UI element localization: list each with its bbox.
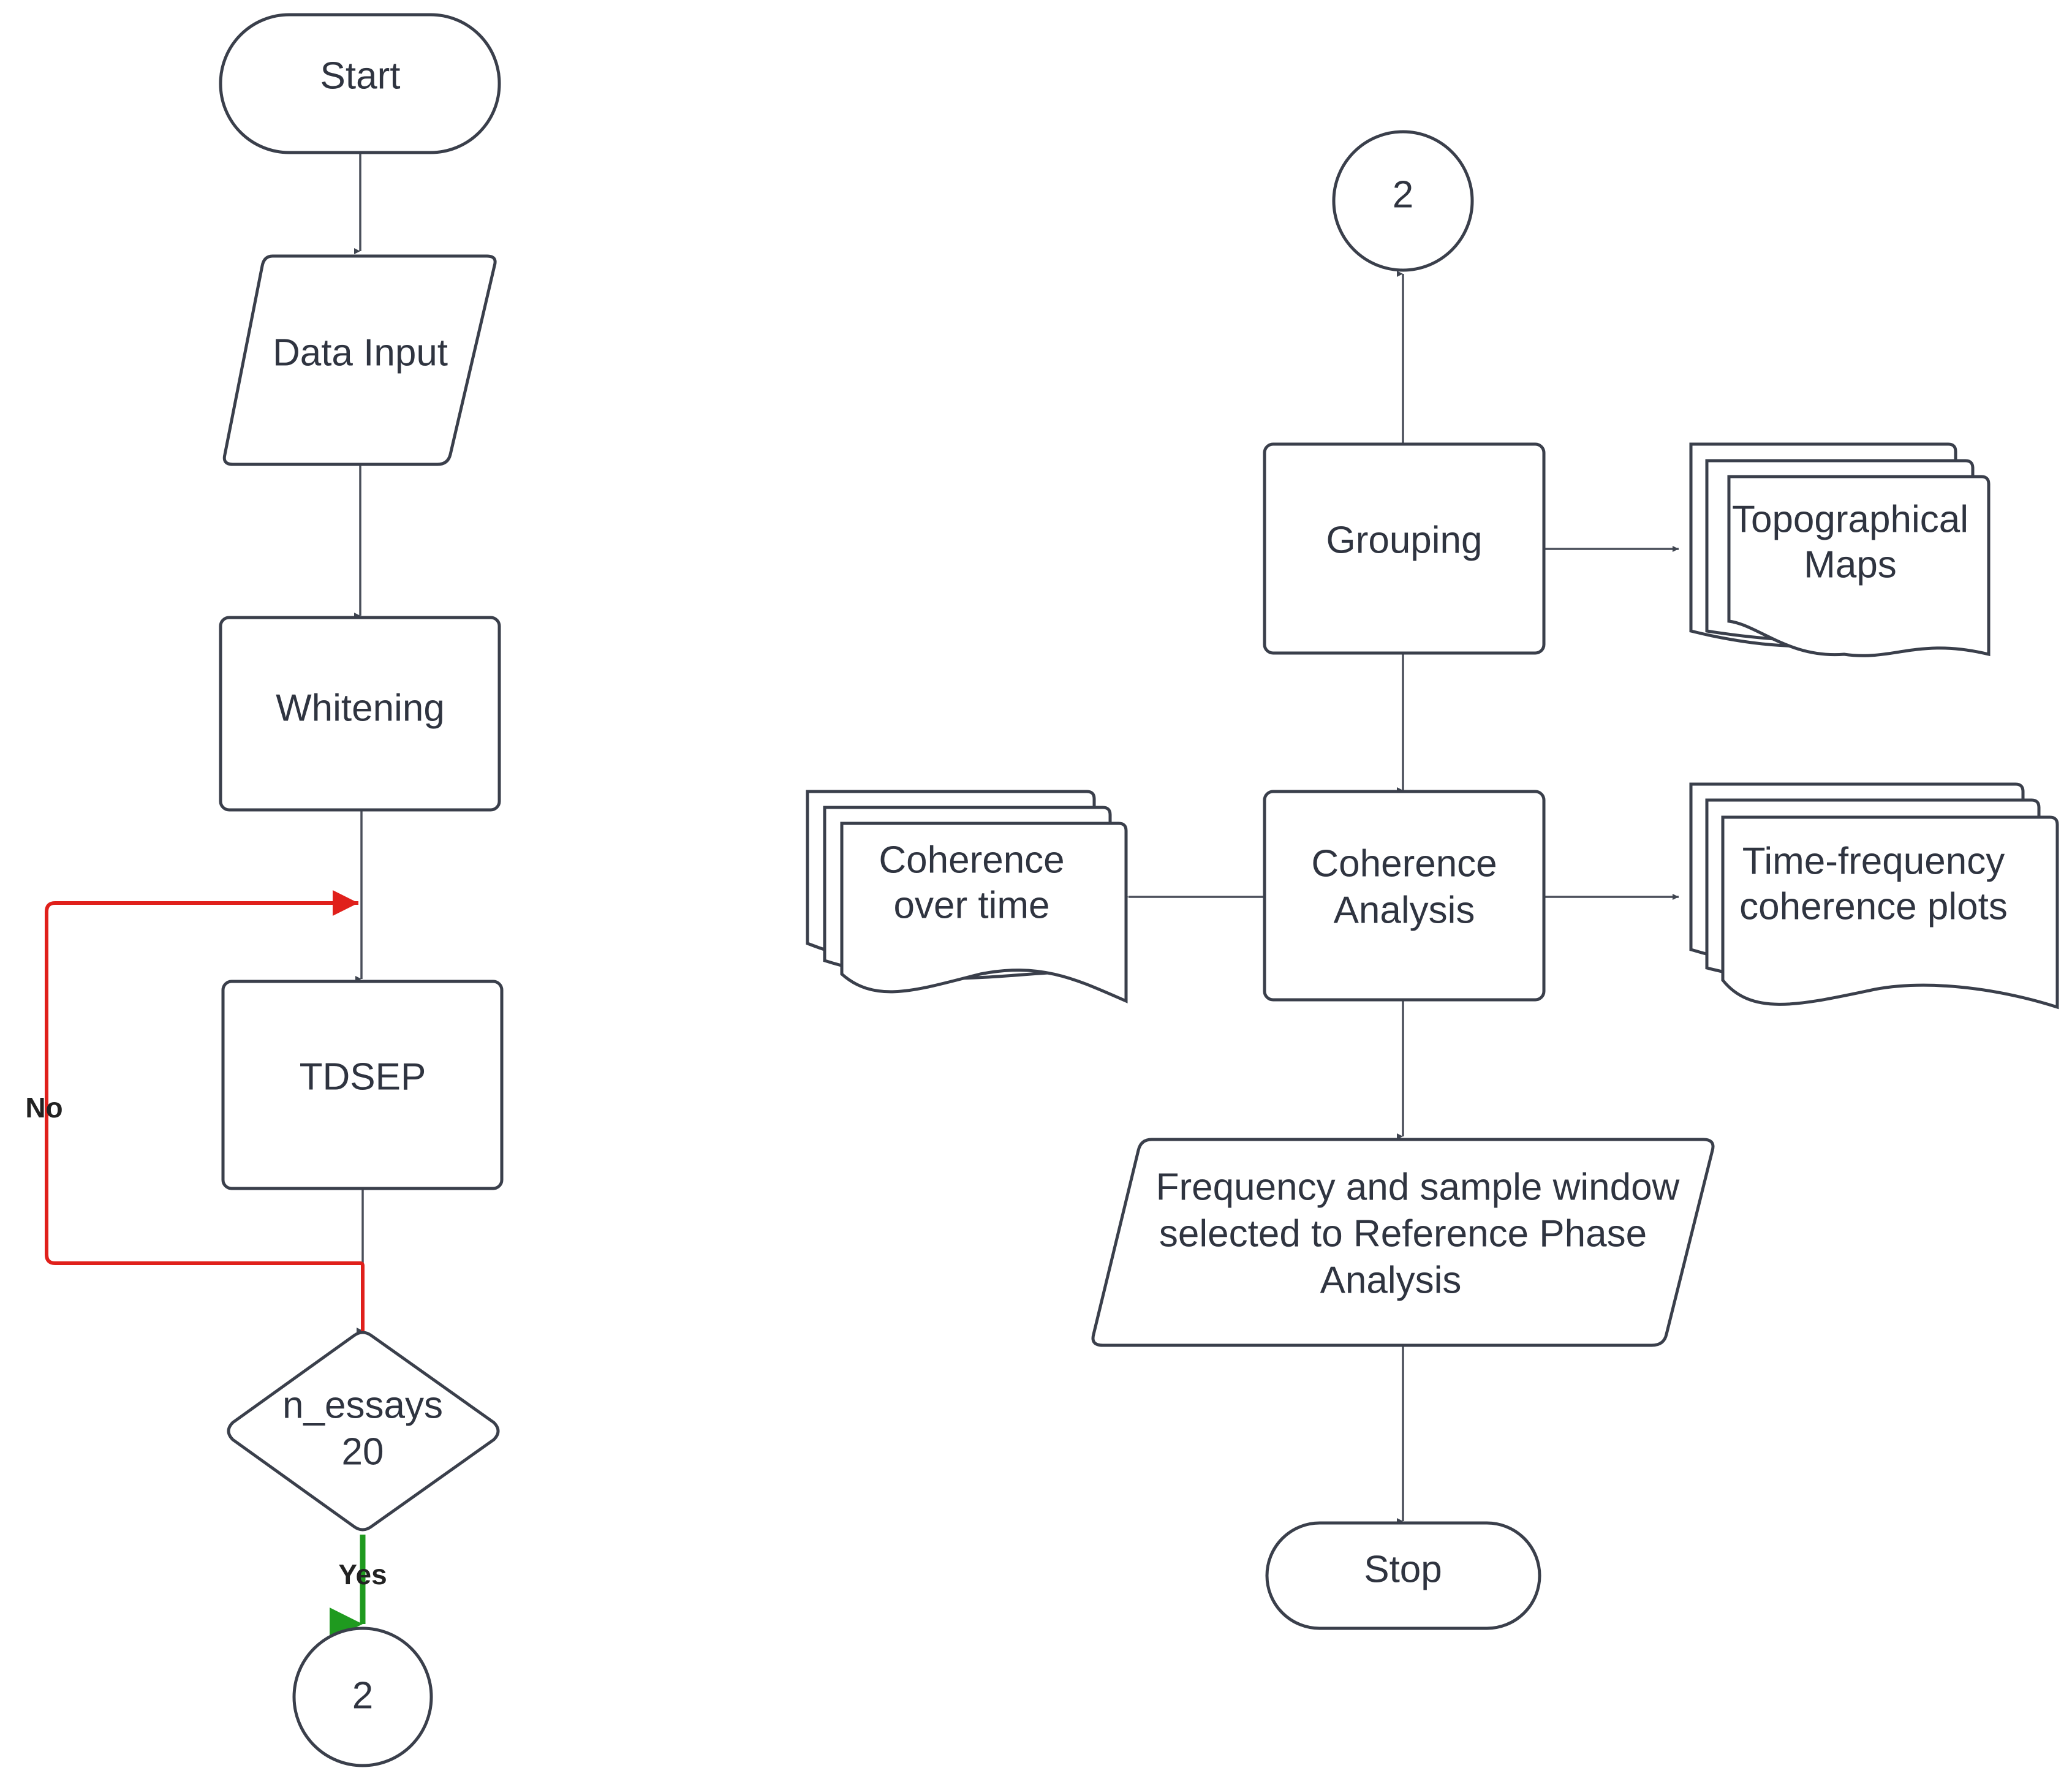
- stop-terminator: Stop: [1265, 1521, 1541, 1630]
- edge-no-loop: [45, 890, 365, 1332]
- decision-diamond: n_essays 20: [227, 1331, 500, 1532]
- whitening-process: Whitening: [219, 616, 501, 812]
- no-branch-label: No: [25, 1092, 62, 1124]
- topographical-maps-documents: Topographical Maps: [1689, 442, 1991, 657]
- time-frequency-plots-documents: Time-frequency coherence plots: [1689, 782, 2059, 1010]
- decision-label-line-1: n_essays: [282, 1384, 443, 1426]
- grouping-process: Grouping: [1263, 442, 1546, 655]
- decision-label-line-2: 20: [342, 1430, 384, 1473]
- coherence-over-time-line-2: over time: [894, 884, 1050, 926]
- frequency-window-line-1: Frequency and sample window: [1156, 1166, 1680, 1208]
- time-frequency-line-1: Time-frequency: [1742, 840, 2005, 882]
- whitening-label: Whitening: [276, 687, 445, 729]
- start-terminator: Start: [219, 13, 501, 154]
- coherence-analysis-line-2: Analysis: [1334, 889, 1475, 931]
- coherence-analysis-line-1: Coherence: [1311, 842, 1497, 885]
- coherence-over-time-line-1: Coherence: [879, 839, 1064, 881]
- connector-left: 2: [292, 1626, 433, 1767]
- data-input-parallelogram: Data Input: [222, 254, 497, 466]
- start-label: Start: [320, 55, 401, 97]
- frequency-window-parallelogram: Frequency and sample window selected to …: [1091, 1138, 1715, 1347]
- topographical-maps-line-1: Topographical: [1732, 498, 1968, 540]
- data-input-label: Data Input: [273, 331, 448, 374]
- yes-branch-label: Yes: [338, 1558, 387, 1590]
- stop-label: Stop: [1364, 1548, 1442, 1590]
- tdsep-label: TDSEP: [300, 1056, 426, 1098]
- connector-right: 2: [1332, 130, 1474, 272]
- tdsep-process: TDSEP: [221, 980, 504, 1190]
- coherence-analysis-process: Coherence Analysis: [1263, 790, 1546, 1002]
- topographical-maps-line-2: Maps: [1804, 543, 1897, 586]
- time-frequency-line-2: coherence plots: [1739, 885, 2008, 928]
- grouping-label: Grouping: [1326, 519, 1482, 561]
- connector-right-label: 2: [1393, 173, 1413, 216]
- connector-left-label: 2: [352, 1674, 373, 1717]
- frequency-window-line-2: selected to Reference Phase: [1159, 1212, 1647, 1255]
- coherence-over-time-documents: Coherence over time: [806, 790, 1128, 1003]
- frequency-window-line-3: Analysis: [1320, 1259, 1462, 1301]
